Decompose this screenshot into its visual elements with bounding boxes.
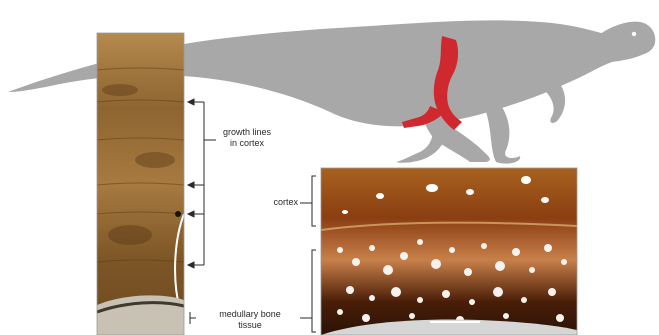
cortex-bracket	[300, 176, 316, 226]
cortex-label: cortex	[258, 197, 298, 208]
medullary-bone-label: medullary bone tissue	[202, 309, 298, 331]
growth-lines-bracket	[188, 99, 216, 268]
medullary-left-tick	[190, 312, 196, 324]
growth-lines-label-line2: in cortex	[212, 138, 282, 149]
growth-lines-label-line1: growth lines	[212, 127, 282, 138]
cortex-label-text: cortex	[258, 197, 298, 208]
transverse-bone-section	[321, 168, 577, 335]
growth-lines-label: growth lines in cortex	[212, 127, 282, 149]
longitudinal-bone-section	[97, 33, 184, 335]
medullary-bracket	[300, 250, 316, 332]
medullary-bone-label-line1: medullary bone	[202, 309, 298, 320]
medullary-bone-label-line2: tissue	[202, 320, 298, 331]
